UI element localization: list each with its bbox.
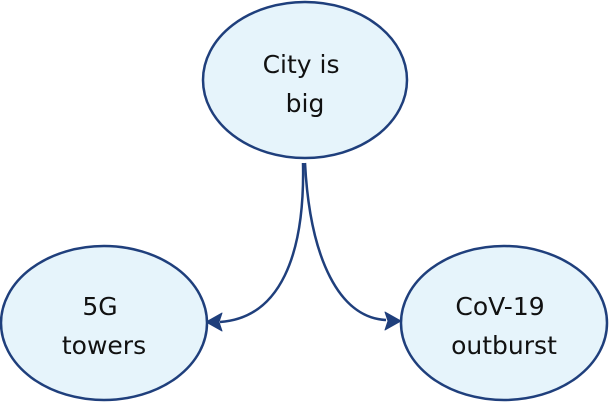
svg-text:5G towers: 5G towers	[62, 292, 146, 360]
node-5g-towers-ellipse	[0, 244, 209, 402]
node-5g-towers: 5G towers	[0, 244, 209, 402]
node-city-is-big: City is big	[201, 0, 409, 160]
node-5g-towers-line-2: towers	[62, 331, 146, 360]
node-cov19-outburst-line-1: CoV-19	[455, 292, 544, 321]
svg-text:City is big: City is big	[263, 50, 348, 118]
edge-city-to-cov19	[303, 162, 387, 322]
edge-city-to-5g	[219, 162, 305, 324]
node-city-is-big-ellipse	[201, 0, 409, 160]
node-city-is-big-line-2: big	[286, 89, 325, 118]
arrow-head-cov19	[384, 311, 402, 331]
arrow-head-5g	[205, 312, 223, 332]
svg-text:CoV-19 outburst: CoV-19 outburst	[451, 292, 557, 360]
node-cov19-outburst-line-2: outburst	[451, 331, 557, 360]
node-cov19-outburst-ellipse	[399, 244, 609, 402]
node-city-is-big-line-1: City is	[263, 50, 340, 79]
node-cov19-outburst: CoV-19 outburst	[399, 244, 609, 402]
node-5g-towers-line-1: 5G	[82, 292, 117, 321]
